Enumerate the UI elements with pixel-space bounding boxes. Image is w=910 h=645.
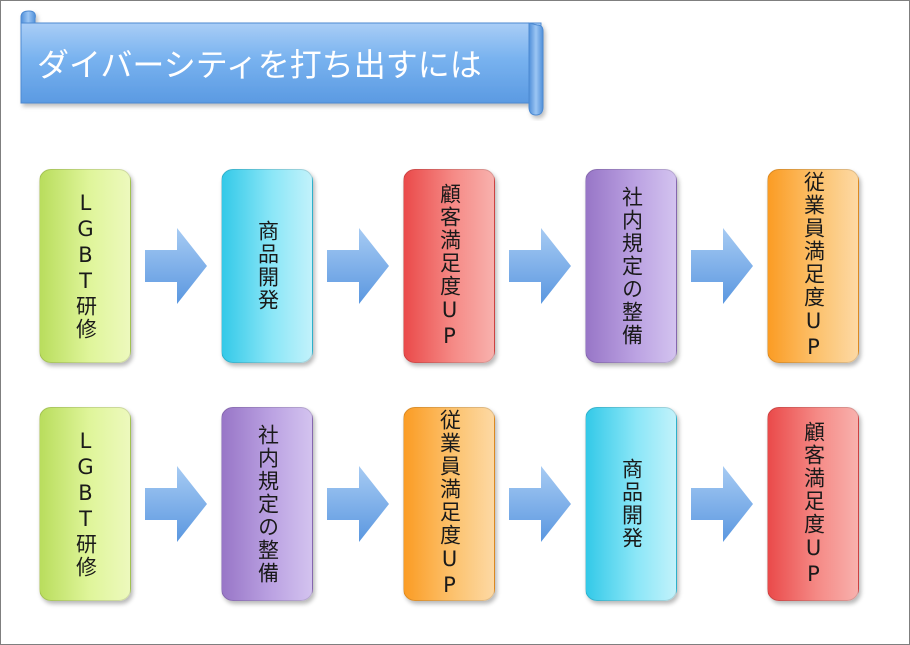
arrow-right-icon <box>509 466 571 542</box>
arrow-right-icon <box>509 228 571 304</box>
arrow-right-icon <box>327 228 389 304</box>
arrow-right-icon <box>327 466 389 542</box>
step-box: LGBT研修 <box>39 169 131 363</box>
slide-title: ダイバーシティを打ち出すには <box>37 46 482 84</box>
step-label: 商品開発 <box>255 220 280 312</box>
arrow-right-icon <box>145 466 207 542</box>
step-label: 顧客満足度UP <box>801 420 826 588</box>
step-label: 従業員満足度UP <box>437 409 462 599</box>
step-label: 顧客満足度UP <box>437 182 462 350</box>
step-box: 顧客満足度UP <box>767 407 859 601</box>
step-label: LGBT研修 <box>73 191 98 341</box>
arrow-right-icon <box>691 466 753 542</box>
flow-row-1: LGBT研修 商品開発 顧客満足度UP 社内規定の整備 従業員満足度UP <box>1 169 909 369</box>
step-label: 商品開発 <box>619 458 644 550</box>
step-box: 顧客満足度UP <box>403 169 495 363</box>
arrow-right-icon <box>145 228 207 304</box>
step-box: 従業員満足度UP <box>403 407 495 601</box>
step-label: 社内規定の整備 <box>255 423 280 585</box>
step-box: 商品開発 <box>221 169 313 363</box>
flow-row-2: LGBT研修 社内規定の整備 従業員満足度UP 商品開発 顧客満足度UP <box>1 407 909 607</box>
arrow-right-icon <box>691 228 753 304</box>
step-box: 商品開発 <box>585 407 677 601</box>
step-label: LGBT研修 <box>73 429 98 579</box>
step-box: 社内規定の整備 <box>585 169 677 363</box>
step-box: LGBT研修 <box>39 407 131 601</box>
title-banner <box>20 10 544 116</box>
step-label: 従業員満足度UP <box>801 171 826 361</box>
step-label: 社内規定の整備 <box>619 185 644 347</box>
step-box: 社内規定の整備 <box>221 407 313 601</box>
step-box: 従業員満足度UP <box>767 169 859 363</box>
